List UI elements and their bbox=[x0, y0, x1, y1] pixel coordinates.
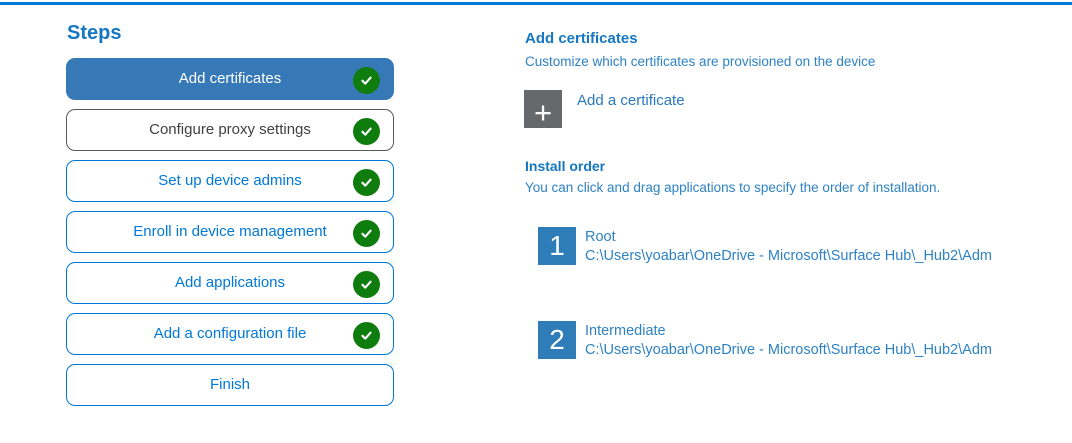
install-order-item-intermediate[interactable]: 2 Intermediate C:\Users\yoabar\OneDrive … bbox=[538, 321, 992, 360]
check-circle-icon bbox=[353, 322, 380, 349]
add-certificate-label: Add a certificate bbox=[577, 92, 685, 109]
install-order-item-root[interactable]: 1 Root C:\Users\yoabar\OneDrive - Micros… bbox=[538, 227, 992, 266]
plus-icon: + bbox=[533, 94, 553, 130]
step-label: Finish bbox=[209, 376, 250, 393]
step-label: Configure proxy settings bbox=[149, 121, 311, 138]
check-circle-icon bbox=[353, 118, 380, 145]
step-add-applications[interactable]: Add applications bbox=[66, 262, 394, 304]
step-label: Add certificates bbox=[178, 70, 282, 87]
check-circle-icon bbox=[353, 220, 380, 247]
step-set-up-device-admins[interactable]: Set up device admins bbox=[66, 160, 394, 202]
install-order-description: You can click and drag applications to s… bbox=[525, 180, 941, 195]
item-text: Intermediate C:\Users\yoabar\OneDrive - … bbox=[585, 322, 992, 360]
step-configure-proxy-settings[interactable]: Configure proxy settings bbox=[66, 109, 394, 151]
step-add-certificates[interactable]: Add certificates bbox=[66, 58, 394, 100]
step-label: Set up device admins bbox=[158, 172, 302, 189]
certificate-path: C:\Users\yoabar\OneDrive - Microsoft\Sur… bbox=[585, 342, 992, 358]
add-tile: + bbox=[524, 90, 562, 128]
step-label: Add applications bbox=[174, 274, 286, 291]
certificate-name: Root bbox=[585, 229, 616, 245]
page-title: Add certificates bbox=[525, 30, 638, 47]
check-circle-icon bbox=[353, 271, 380, 298]
check-circle-icon bbox=[353, 169, 380, 196]
step-label: Enroll in device management bbox=[133, 223, 327, 240]
order-number-badge: 1 bbox=[538, 227, 576, 265]
step-add-a-configuration-file[interactable]: Add a configuration file bbox=[66, 313, 394, 355]
step-label: Add a configuration file bbox=[153, 325, 307, 342]
step-enroll-in-device-management[interactable]: Enroll in device management bbox=[66, 211, 394, 253]
install-order-title: Install order bbox=[525, 158, 606, 174]
certificate-name: Intermediate bbox=[585, 323, 666, 339]
check-circle-icon bbox=[353, 67, 380, 94]
top-accent-bar bbox=[0, 2, 1072, 5]
certificate-path: C:\Users\yoabar\OneDrive - Microsoft\Sur… bbox=[585, 248, 992, 264]
steps-panel-title: Steps bbox=[67, 22, 122, 44]
add-certificate-button[interactable]: + Add a certificate bbox=[524, 90, 685, 128]
order-number-badge: 2 bbox=[538, 321, 576, 359]
item-text: Root C:\Users\yoabar\OneDrive - Microsof… bbox=[585, 228, 992, 266]
step-finish[interactable]: Finish bbox=[66, 364, 394, 406]
page-subtitle: Customize which certificates are provisi… bbox=[525, 54, 876, 69]
